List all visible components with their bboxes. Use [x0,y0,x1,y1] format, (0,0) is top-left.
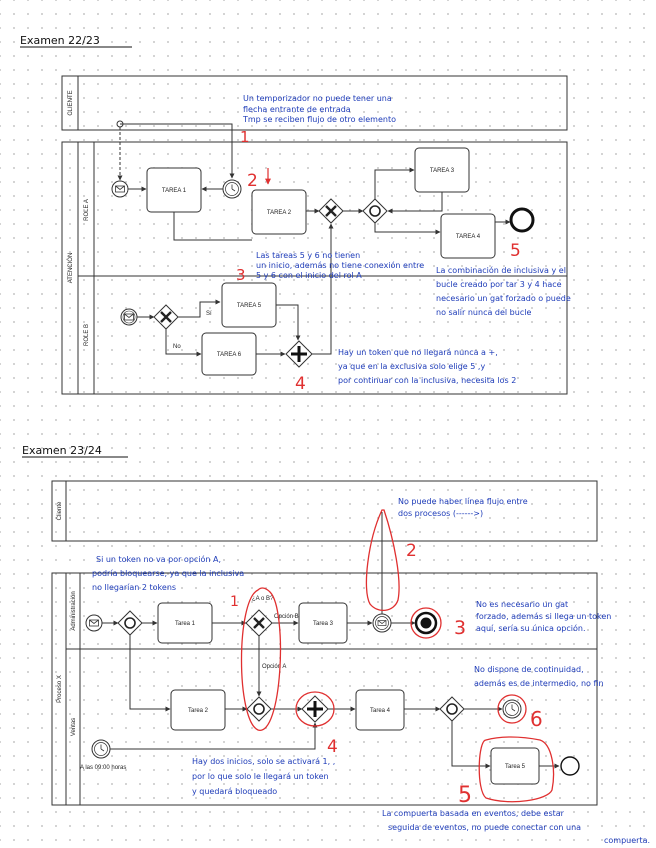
exam1-end-event [509,207,535,233]
exam1-task-4: TAREA 4 [440,213,496,259]
exam2-number-1: 1 [230,594,239,610]
exam1-task-5: TAREA 5 [221,282,277,328]
exam-1-title: Examen 22/23 [20,34,100,47]
exam1-note-4: Hay un token que no llegará nunca a +, y… [338,348,516,385]
pool-proceso-x-label: Proceso X [57,675,63,703]
exam1-number-2: 2 [247,171,258,191]
exam1-number-4: 4 [295,374,306,394]
exam2-inclusive-gateway-2 [246,696,272,722]
lane-ventas-label: Ventas [71,718,77,736]
svg-text:Tarea 3: Tarea 3 [313,621,334,627]
exam1-task-6: TAREA 6 [201,332,257,376]
exam2-parallel-gateway [301,695,329,723]
exam1-start-message-event [111,180,129,198]
pool-cliente [61,75,568,131]
exam2-start-message-event [85,614,103,632]
pool-cliente-label: CLIENTE [68,90,74,115]
svg-text:TAREA 5: TAREA 5 [237,303,262,309]
exam2-task-2: Tarea 2 [170,689,226,731]
exam2-task-5: Tarea 5 [490,747,540,785]
exam2-note-2: No puede haber línea flujo entre dos pro… [398,497,530,518]
flow-label-si: Sí [206,311,212,317]
exam2-note-5: La compuerta basada en eventos, debe est… [382,809,650,845]
exam2-note-4: Hay dos inicios, solo se activará 1, , p… [192,757,338,796]
svg-text:TAREA 2: TAREA 2 [267,210,292,216]
exam2-red-marks [240,509,555,803]
exam2-timer-start-event [91,739,111,759]
exam1-number-3: 3 [236,266,246,284]
pool-atencion [61,141,568,395]
exam1-parallel-gateway [285,340,313,368]
exam-2-title: Examen 23/24 [22,444,102,457]
lane-administracion-label: Administración [71,591,77,630]
svg-text:Tarea 1: Tarea 1 [175,621,196,627]
svg-text:Tarea 5: Tarea 5 [505,764,526,770]
flow-label-no: No [173,344,181,350]
exam1-note-5: La combinación de inclusiva y el bucle c… [436,265,573,317]
exam2-note-3: No es necesario un gat forzado, además s… [476,600,614,633]
exam2-exclusive-gateway [245,609,273,637]
pool-cliente-2-label: Cliente [57,501,63,520]
exam-1-section: Examen 22/23 CLIENTE ATENCIÓN ROLE A ROL… [20,34,573,395]
exam1-inclusive-gateway [362,198,388,224]
exam2-note-1: Si un token no va por opción A, podría b… [92,554,247,592]
exam1-task-3: TAREA 3 [414,147,470,193]
exam1-number-5: 5 [510,241,521,261]
exam1-start-message-event-b [120,308,138,326]
pool-atencion-label: ATENCIÓN [67,253,74,284]
exam1-exclusive-gateway [318,198,344,224]
exam1-message-flows [116,120,235,181]
exam2-end-event-2 [560,756,580,776]
exam2-task-4: Tarea 4 [355,689,405,731]
svg-text:Tarea 4: Tarea 4 [370,708,391,714]
exam1-note-1: Un temporizador no puede tener una flech… [242,94,396,124]
timer-label: A las 09:00 horas [80,765,126,771]
exam2-task-3: Tarea 3 [298,602,348,644]
exam2-message-intermediate-event [372,613,392,633]
svg-text:TAREA 3: TAREA 3 [430,168,455,174]
exam1-timer-event [222,179,242,199]
lane-role-b-label: ROLE B [84,324,90,346]
exam2-timer-intermediate-event [502,699,522,719]
exam2-end-event [414,611,438,635]
flow-label-opcion-a: Opción A [262,664,286,670]
exam1-number-1: 1 [240,128,250,146]
svg-text:TAREA 6: TAREA 6 [217,352,242,358]
exam2-number-3: 3 [454,617,466,639]
flow-label-opcion-b: Opción B [274,614,299,620]
exam-2-section: Examen 23/24 Cliente Proceso X Administr… [22,444,650,845]
svg-text:TAREA 1: TAREA 1 [162,188,187,194]
exam2-number-4: 4 [327,737,338,757]
exam2-event-based-gateway [439,696,465,722]
pool-proceso-x [51,572,598,806]
exam1-task-2: TAREA 2 [251,189,307,235]
exam2-number-2: 2 [406,541,417,561]
exam2-number-5: 5 [458,783,472,808]
exam2-inclusive-gateway-1 [117,610,143,636]
exam2-number-6: 6 [530,707,543,731]
lane-role-a-label: ROLE A [84,199,90,221]
svg-text:TAREA 4: TAREA 4 [456,234,481,240]
exam1-note-3: Las tareas 5 y 6 no tienen un inicio, ad… [256,251,427,280]
flow-label-condition: ¿A o B? [252,596,274,602]
exam1-task-1: TAREA 1 [146,167,202,213]
exam2-note-6: No dispone de continuidad, además es de … [474,665,604,688]
exam2-task-1: Tarea 1 [157,602,213,644]
pool-cliente-2 [51,480,598,542]
exam1-exclusive-gateway-b [153,304,179,330]
svg-text:Tarea 2: Tarea 2 [188,708,209,714]
